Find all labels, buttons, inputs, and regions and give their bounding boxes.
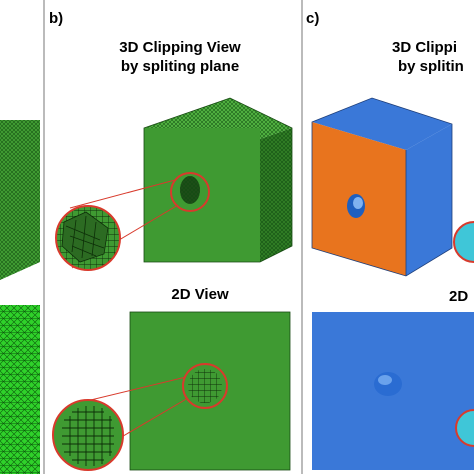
- zoom-inset-c-2d: [456, 410, 474, 446]
- panel-a-2d-mesh-lines: [0, 305, 40, 474]
- zoom-inset-3d-content: [56, 206, 120, 270]
- panel-a: [0, 120, 40, 474]
- zoom-connector-3d-top: [69, 179, 176, 209]
- zoom-inset-2d: [53, 400, 123, 470]
- panel-b-subtitle: 2D View: [171, 286, 229, 303]
- block-c-outline: [311, 97, 453, 277]
- block-b-outline: [143, 97, 293, 263]
- zoom-inset-3d-border: [55, 205, 121, 271]
- square-c-2d-dome-highlight: [378, 375, 392, 385]
- zoom-marker-3d: [170, 172, 210, 212]
- panel-c: [311, 97, 474, 470]
- panel-c-title-line2: by splitin: [398, 58, 464, 75]
- panel-b: [52, 97, 293, 471]
- zoom-inset-2d-border: [52, 399, 124, 471]
- square-2d-hole-grid: [188, 369, 222, 403]
- panel-b-title-line2: by spliting plane: [120, 58, 240, 75]
- panel-b-label: b): [49, 10, 64, 27]
- zoom-inset-2d-content: [62, 406, 114, 466]
- block-c-top-face: [312, 98, 452, 150]
- panel-c-label: c): [306, 10, 320, 27]
- panel-b-title-line1: 3D Clipping View: [119, 39, 241, 56]
- panel-a-mesh-lines: [0, 120, 40, 280]
- panel-c-title: 3D Clippi by splitin: [392, 38, 464, 76]
- panel-b-title: 3D Clipping View by spliting plane: [96, 38, 264, 76]
- block-b-front-face-main: [144, 128, 260, 262]
- zoom-inset-c-2d-border: [455, 409, 474, 447]
- panel-c-title-line1: 3D Clippi: [392, 39, 458, 56]
- block-c-hole-highlight: [353, 197, 363, 209]
- zoom-inset-c-3d: [454, 222, 474, 262]
- block-c-side-face: [406, 124, 452, 276]
- zoom-inset-c-3d-border: [453, 221, 474, 263]
- block-b-hole-mesh: [180, 176, 200, 204]
- panel-c-subtitle: 2D: [449, 288, 469, 305]
- zoom-marker-2d: [182, 363, 228, 409]
